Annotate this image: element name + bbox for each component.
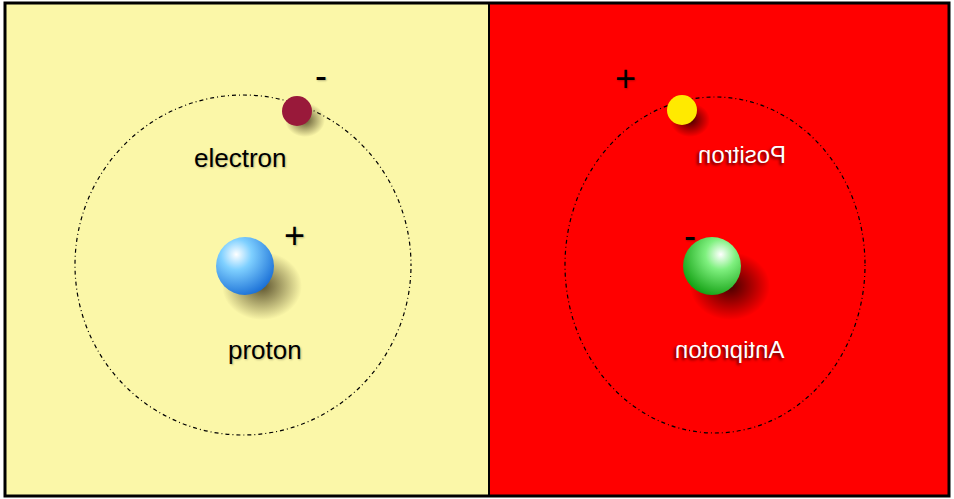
frame [5,3,949,496]
charge-sign: + [615,61,636,97]
charge-sign: - [684,218,696,254]
antimatter-panel [489,3,949,496]
positron-dot [667,95,697,125]
orbit [565,97,865,433]
orbit [75,95,411,435]
charge-sign: + [284,218,305,254]
electron-dot [282,96,312,126]
particle-name: electron [194,145,287,171]
divider [488,3,490,496]
matter-panel [5,3,489,496]
charge-sign: - [315,58,327,94]
particle-name: Positron [698,143,786,167]
proton-sphere [216,237,274,295]
particle-name: Antiproton [675,338,784,362]
particle-name: proton [228,337,302,363]
